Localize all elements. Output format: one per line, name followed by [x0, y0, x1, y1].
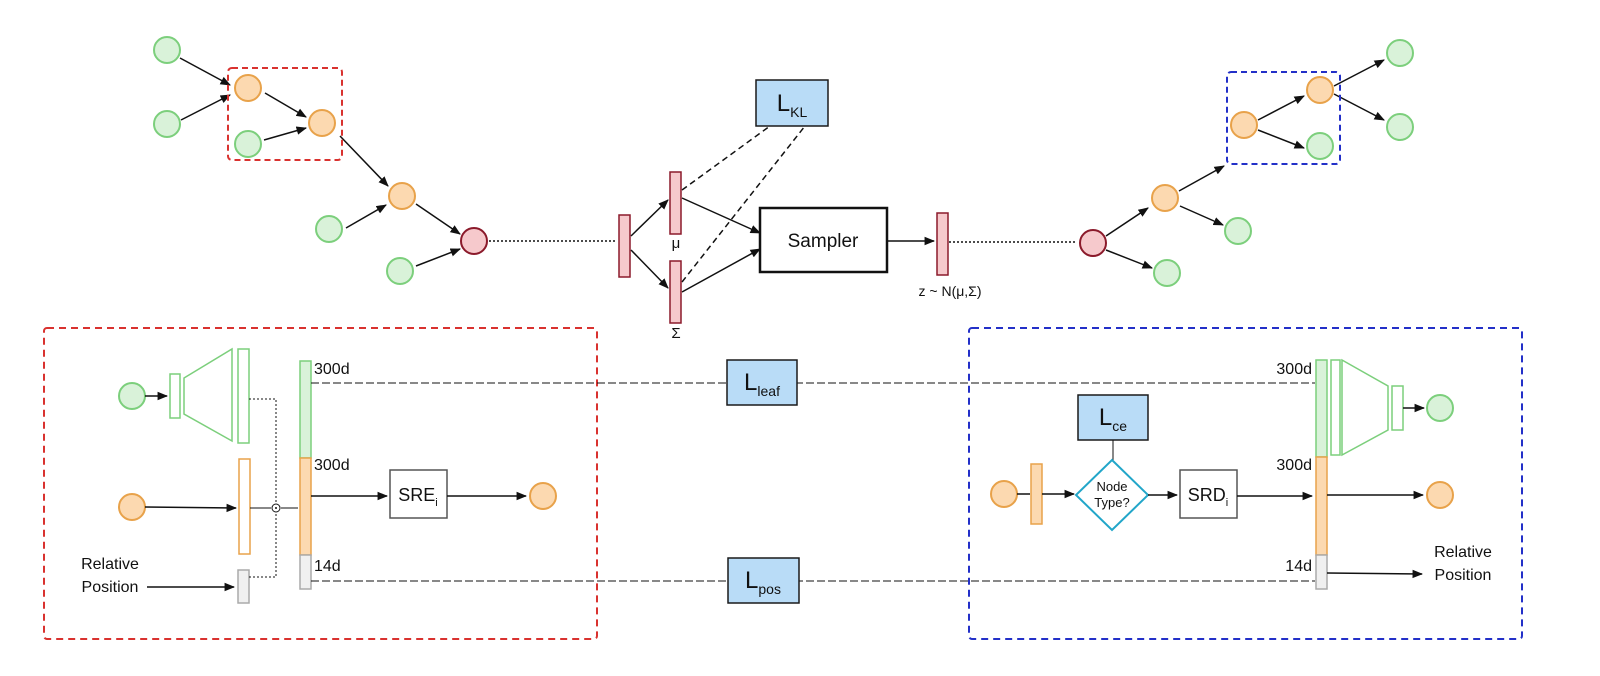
mu-label: μ	[672, 235, 681, 252]
relative-position-label-right-line2: Position	[1435, 567, 1492, 584]
leaf-node	[1153, 259, 1181, 287]
leaf-encoder-input-layer	[169, 373, 181, 419]
svg-text:LKL: LKL	[777, 90, 808, 120]
l-pos-loss: Lpos	[727, 557, 800, 604]
relative-position-label-left-line2: Position	[82, 579, 139, 596]
internal-encoding-vector	[238, 458, 251, 555]
sampler-box	[758, 206, 889, 274]
z-distribution-label: z ~ N(μ,Σ)	[919, 283, 982, 299]
decoder-subtree-highlight	[1226, 71, 1341, 165]
internal-node	[308, 109, 336, 137]
leaf-node	[1306, 132, 1334, 160]
concat-internal-segment-left	[299, 457, 312, 556]
l-leaf-loss: Lleaf	[726, 359, 798, 406]
dim-label: 300d	[1276, 457, 1312, 474]
leaf-encoder-funnel	[183, 347, 233, 443]
leaf-node	[1224, 217, 1252, 245]
decoder-input-vector	[1030, 463, 1043, 525]
leaf-encoder-output-layer	[237, 348, 250, 444]
position-input-vector	[237, 569, 250, 604]
encoder-detail-box	[43, 327, 598, 640]
dim-label: 14d	[314, 558, 341, 575]
z-vector	[936, 212, 949, 276]
sampler-label: Sampler	[788, 231, 859, 252]
internal-node	[1230, 111, 1258, 139]
l-kl-loss: LKL	[755, 79, 829, 127]
root-node	[460, 227, 488, 255]
dim-label: 300d	[314, 361, 350, 378]
srd-box	[1179, 469, 1238, 519]
sre-box	[389, 469, 448, 519]
internal-node	[1151, 184, 1179, 212]
leaf-encoding-dotted-path	[249, 398, 277, 508]
sre-label: SREi	[398, 485, 437, 509]
leaf-node	[386, 257, 414, 285]
decoder-tree	[1105, 59, 1385, 269]
position-output-arrow	[1326, 569, 1424, 579]
encoder-tree	[179, 57, 461, 267]
concat-position-segment-left	[299, 554, 312, 590]
concat-leaf-segment-left	[299, 360, 312, 459]
dim-label: 300d	[314, 457, 350, 474]
dim-label: 14d	[1285, 558, 1312, 575]
relative-position-label-right: Relative	[1434, 544, 1492, 561]
leaf-node	[153, 36, 181, 64]
internal-input-arrow	[144, 503, 238, 513]
svg-text:Lpos: Lpos	[745, 567, 781, 597]
l-ce-loss: Lce	[1077, 394, 1149, 441]
internal-node	[234, 74, 262, 102]
leaf-decoder-input-layer	[1330, 359, 1341, 456]
sigma-vector	[669, 260, 682, 324]
internal-input-node	[118, 493, 146, 521]
svg-text:Lleaf: Lleaf	[744, 369, 780, 399]
leaf-decoder-funnel	[1341, 358, 1389, 457]
encoder-tree-nodes	[153, 36, 488, 285]
leaf-node	[1386, 113, 1414, 141]
leaf-node	[234, 130, 262, 158]
leaf-node	[1386, 39, 1414, 67]
decoder-detail-box	[968, 327, 1523, 640]
decoder-input-node	[990, 480, 1018, 508]
node-type-label-line2: Type?	[1094, 495, 1129, 510]
leaf-node	[315, 215, 343, 243]
internal-output-node	[1426, 481, 1454, 509]
sigma-label: Σ	[671, 325, 680, 342]
position-dotted-path	[249, 512, 277, 578]
encoder-subtree-highlight	[227, 67, 343, 161]
encoded-parent-node	[529, 482, 557, 510]
svg-text:Lce: Lce	[1099, 404, 1127, 434]
dim-label: 300d	[1276, 361, 1312, 378]
relative-position-label-left: Relative	[81, 556, 139, 573]
concat-position-segment-right	[1315, 554, 1328, 590]
mu-vector	[669, 171, 682, 235]
vae-arrows	[630, 125, 936, 293]
concat-leaf-segment-right	[1315, 359, 1328, 458]
leaf-decoder-output-layer	[1391, 385, 1404, 431]
leaf-input-node	[118, 382, 146, 410]
leaf-output-node	[1426, 394, 1454, 422]
internal-node	[1306, 76, 1334, 104]
root-node	[1079, 229, 1107, 257]
srd-label: SRDi	[1188, 485, 1228, 509]
internal-node	[388, 182, 416, 210]
node-type-label-line1: Node	[1096, 479, 1127, 494]
node-type-diamond	[1074, 458, 1150, 532]
leaf-node	[153, 110, 181, 138]
encoding-vector	[618, 214, 631, 278]
decoder-tree-nodes	[1079, 39, 1414, 287]
concat-internal-segment-right	[1315, 456, 1328, 556]
